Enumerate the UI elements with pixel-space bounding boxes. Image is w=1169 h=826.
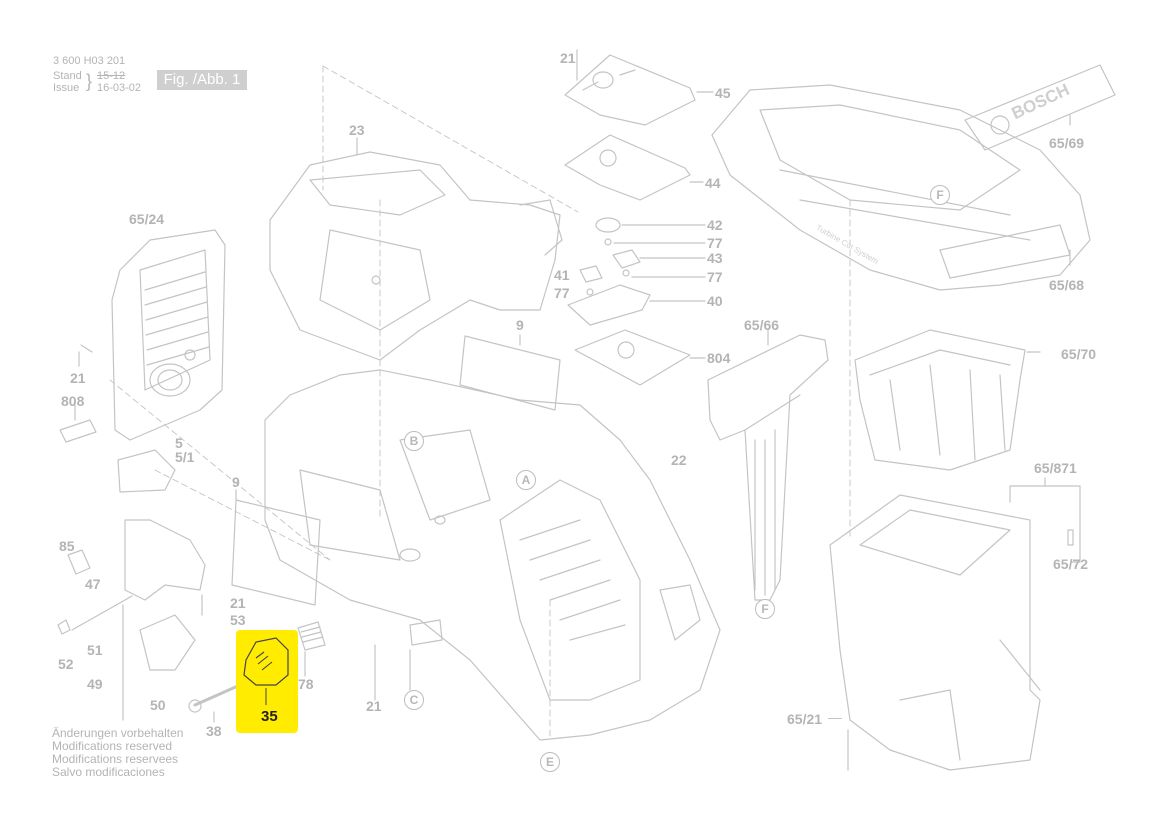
brace-icon: } xyxy=(86,71,93,91)
part-85-clip xyxy=(67,549,91,575)
part-label-51: 51 xyxy=(87,642,103,658)
knob-icon xyxy=(243,637,289,705)
part-label-65-66: 65/66 xyxy=(744,317,780,333)
part-label-49: 49 xyxy=(87,676,103,692)
part-label-77: 77 xyxy=(707,235,723,251)
part-label-38: 38 xyxy=(206,723,222,739)
part-5-plug xyxy=(117,449,176,493)
part-41-button xyxy=(579,265,603,283)
part-44-switch-plate xyxy=(564,134,691,201)
part-label-42: 42 xyxy=(707,217,723,233)
part-label-44: 44 xyxy=(705,175,721,191)
assembly-lines xyxy=(109,65,851,741)
part-9-sheet xyxy=(231,499,321,606)
part-50-bracket xyxy=(139,614,196,671)
part-804-pcb xyxy=(574,329,691,386)
part-label-22: 22 xyxy=(671,452,687,468)
reference-marker-b: B xyxy=(404,431,424,451)
note-fr: Modifications reservees xyxy=(52,752,179,766)
part-label-9: 9 xyxy=(232,474,240,490)
part-label-65-69: 65/69 xyxy=(1049,135,1085,151)
reference-marker-e: E xyxy=(540,752,560,772)
part-42-button xyxy=(595,217,621,233)
reference-marker-f-bottom: F xyxy=(755,599,775,619)
part-label-52: 52 xyxy=(58,656,74,672)
part-label-45: 45 xyxy=(715,85,731,101)
part-label-40: 40 xyxy=(707,293,723,309)
part-23-upper-housing xyxy=(269,151,563,361)
part-label-41: 41 xyxy=(554,267,570,283)
part-78-spring xyxy=(297,621,326,651)
part-65-70-collection-basket xyxy=(854,329,1026,471)
part-label-21: 21 xyxy=(230,595,246,611)
part-label-21: 21 xyxy=(560,50,576,66)
reference-marker-c: C xyxy=(404,690,424,710)
part-52-spring xyxy=(57,619,71,635)
part-label-808: 808 xyxy=(61,393,85,409)
part-label-78: 78 xyxy=(298,676,314,692)
part-label-21: 21 xyxy=(70,370,86,386)
part-label-5-1: 5/1 xyxy=(175,449,195,465)
modification-notice: Änderungen vorbehalten Modifications res… xyxy=(52,727,183,779)
part-label-65-68: 65/68 xyxy=(1049,277,1085,293)
part-65-871-base xyxy=(829,494,1041,771)
highlighted-part-35[interactable]: 35 xyxy=(236,630,298,733)
issue-label: Issue xyxy=(53,82,80,94)
part-45-cover-plate xyxy=(564,54,696,126)
part-label-35: 35 xyxy=(261,708,278,725)
document-part-number: 3 600 H03 201 xyxy=(53,55,126,67)
reference-marker-a: A xyxy=(516,470,536,490)
part-65-66-handle xyxy=(707,334,829,601)
part-47-switch-housing xyxy=(124,519,206,601)
stand-value: 15-12 xyxy=(97,70,126,82)
part-label-21: 21 xyxy=(366,698,382,714)
note-es: Salvo modificaciones xyxy=(52,765,165,779)
part-label-23: 23 xyxy=(349,122,365,138)
part-label-65-871: 65/871 xyxy=(1034,460,1077,476)
part-label-85: 85 xyxy=(59,538,75,554)
leader-line xyxy=(828,718,842,719)
part-40-switch-carrier xyxy=(567,284,651,326)
part-label-804: 804 xyxy=(707,350,731,366)
part-label-77: 77 xyxy=(554,285,570,301)
part-label-43: 43 xyxy=(707,250,723,266)
part-label-47: 47 xyxy=(85,576,101,592)
part-label-50: 50 xyxy=(150,697,166,713)
part-65-24-side-cover xyxy=(111,229,226,441)
reference-marker-f-top: F xyxy=(930,185,950,205)
part-label-53: 53 xyxy=(230,612,246,628)
part-label-65-24: 65/24 xyxy=(129,211,165,227)
part-label-5: 5 xyxy=(175,435,183,451)
figure-label: Fig. /Abb. 1 xyxy=(157,70,247,90)
part-label-9: 9 xyxy=(516,317,524,333)
part-label-65-70: 65/70 xyxy=(1061,346,1097,362)
part-label-65-21: 65/21 xyxy=(787,711,823,727)
issue-value: 16-03-02 xyxy=(97,82,142,94)
part-65-69-bosch-label xyxy=(964,64,1116,151)
part-9-label-sheet xyxy=(459,335,561,411)
note-de: Änderungen vorbehalten xyxy=(52,726,184,740)
part-label-77: 77 xyxy=(707,269,723,285)
part-43-button xyxy=(612,249,641,269)
main-chassis xyxy=(264,369,721,741)
part-51-rod xyxy=(71,595,133,631)
note-en: Modifications reserved xyxy=(52,739,173,753)
stand-label: Stand xyxy=(53,70,82,82)
part-label-65-72: 65/72 xyxy=(1053,556,1089,572)
